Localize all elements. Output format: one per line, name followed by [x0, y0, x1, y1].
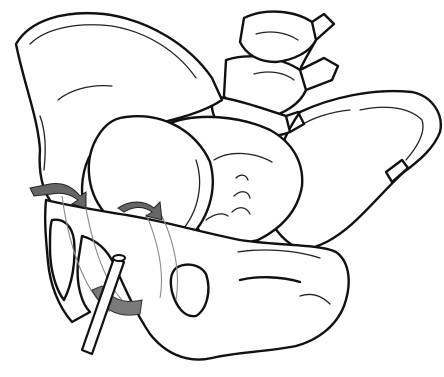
pelvis-illustration — [0, 0, 444, 377]
